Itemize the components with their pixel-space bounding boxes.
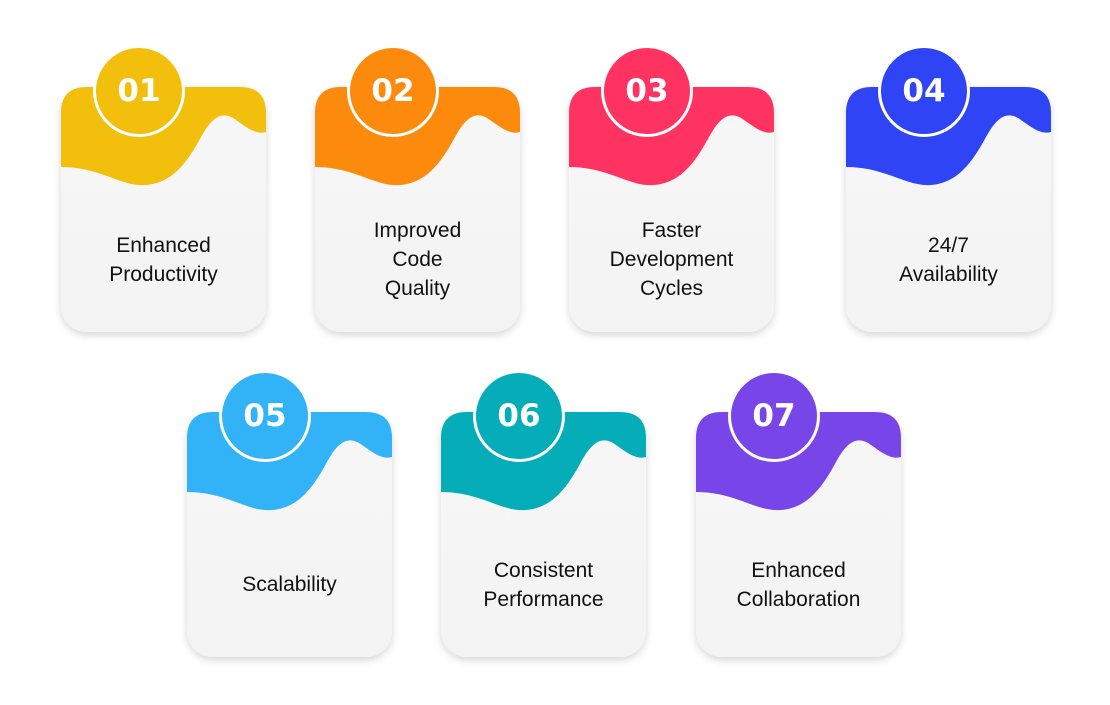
benefit-title: Scalability	[187, 512, 392, 657]
step-number-badge: 06	[473, 370, 565, 462]
step-number: 06	[497, 398, 541, 434]
benefit-card-05: 05 Scalability	[187, 370, 392, 657]
benefit-title-text: Scalability	[242, 573, 337, 596]
step-number-badge: 03	[601, 45, 693, 137]
step-number: 02	[371, 73, 415, 109]
step-number-badge: 04	[878, 45, 970, 137]
step-number-badge: 01	[93, 45, 185, 137]
step-number-badge: 02	[347, 45, 439, 137]
step-number-badge: 07	[728, 370, 820, 462]
step-number: 03	[625, 73, 669, 109]
step-number: 01	[117, 73, 161, 109]
step-number: 07	[752, 398, 796, 434]
step-number-badge: 05	[219, 370, 311, 462]
step-number: 04	[902, 73, 946, 109]
step-number: 05	[243, 398, 287, 434]
